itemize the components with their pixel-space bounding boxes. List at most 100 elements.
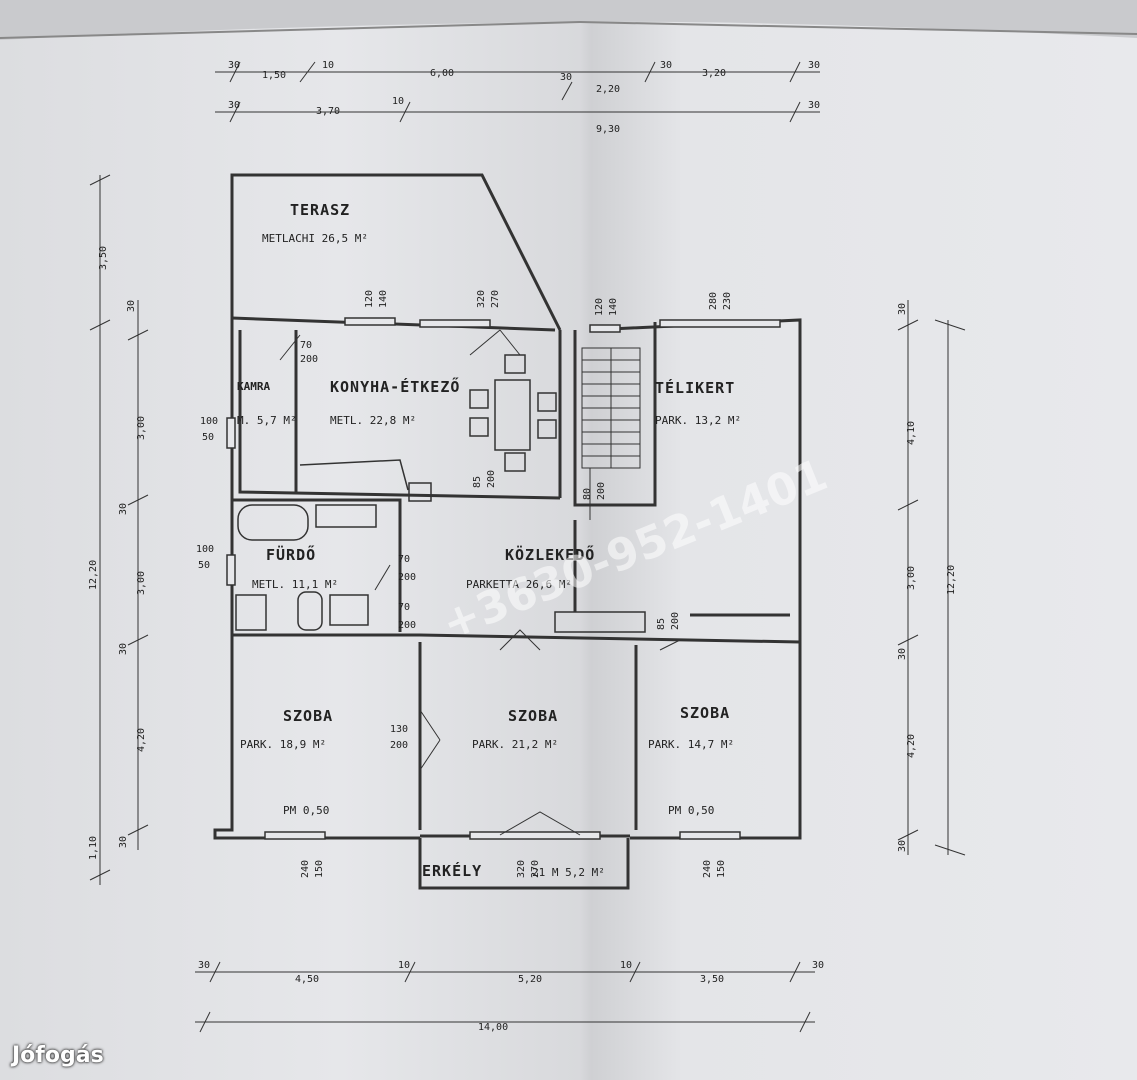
opening-1: 140: [378, 290, 389, 308]
room-detail-telikert: PARK. 13,2 M²: [655, 414, 741, 427]
opening-16: 100: [196, 544, 214, 555]
room-name-kozlekedo: KÖZLEKEDŐ: [505, 544, 595, 564]
page-edge-line: [579, 21, 1137, 35]
dim-right-outer: 12,20: [946, 565, 957, 595]
dim-bottom1-2: 10: [398, 960, 410, 971]
dim-left-inner-4: 30: [118, 643, 129, 655]
opening-24: 130: [390, 724, 408, 735]
opening-7: 230: [722, 292, 733, 310]
dim-right-inner-5: 30: [897, 840, 908, 852]
door-swings: [279, 329, 681, 836]
dim-top1-1: 1,50: [262, 70, 286, 81]
room-detail-kozlekedo: PARKETTA 26,6 M²: [466, 578, 572, 591]
opening-20: 70: [398, 602, 410, 613]
room-detail-furdo: METL. 11,1 M²: [252, 578, 338, 591]
opening-8: 70: [300, 340, 312, 351]
dim-top2-4: 30: [808, 100, 820, 111]
room-name-kamra: KAMRA: [237, 380, 270, 393]
dim-right-inner-1: 4,10: [906, 421, 917, 445]
opening-22: 85: [656, 618, 667, 630]
opening-26: 240: [300, 860, 311, 878]
dim-top1-2: 10: [322, 60, 334, 71]
room-name-konyha: KONYHA-ÉTKEZŐ: [330, 376, 460, 396]
opening-4: 120: [594, 298, 605, 316]
opening-28: 320: [516, 860, 527, 878]
room-name-szoba2: SZOBA: [508, 707, 558, 725]
staircase: [581, 347, 641, 520]
opening-19: 200: [398, 572, 416, 583]
dimension-labels: 30 1,50 10 6,00 30 2,20 30 3,20 30 30 3,…: [88, 60, 957, 1033]
room-detail-szoba2: PARK. 21,2 M²: [472, 738, 558, 751]
dim-top1-4: 30: [560, 72, 572, 83]
dim-right-inner-0: 30: [897, 303, 908, 315]
page-edge-line: [0, 21, 581, 39]
dim-right-inner-2: 3,00: [906, 566, 917, 590]
page-edge: [0, 0, 1137, 40]
opening-25: 200: [390, 740, 408, 751]
dim-top1-0: 30: [228, 60, 240, 71]
opening-14: 100: [200, 416, 218, 427]
dim-top2-2: 10: [392, 96, 404, 107]
room-name-terasz: TERASZ: [290, 201, 350, 219]
opening-9: 200: [300, 354, 318, 365]
dim-left-outer-2: 1,10: [88, 836, 99, 860]
opening-11: 200: [486, 470, 497, 488]
opening-30: 240: [702, 860, 713, 878]
opening-23: 200: [670, 612, 681, 630]
dim-top2-0: 30: [228, 100, 240, 111]
opening-2: 320: [476, 290, 487, 308]
dim-bottom1-4: 10: [620, 960, 632, 971]
dim-bottom1-5: 3,50: [700, 974, 724, 985]
dim-top1-8: 30: [808, 60, 820, 71]
dim-bottom1-6: 30: [812, 960, 824, 971]
dim-top2-3: 9,30: [596, 124, 620, 135]
dim-left-inner-6: 30: [118, 836, 129, 848]
room-name-szoba1: SZOBA: [283, 707, 333, 725]
opening-10: 85: [472, 476, 483, 488]
opening-18: 70: [398, 554, 410, 565]
dim-right-inner-4: 4,20: [906, 734, 917, 758]
room-pm-szoba3: PM 0,50: [668, 804, 714, 817]
opening-21: 200: [398, 620, 416, 631]
room-pm-szoba1: PM 0,50: [283, 804, 329, 817]
opening-6: 280: [708, 292, 719, 310]
dim-left-inner-1: 3,00: [136, 416, 147, 440]
opening-5: 140: [608, 298, 619, 316]
opening-3: 270: [490, 290, 501, 308]
room-detail-erkely: 21 M 5,2 M²: [532, 866, 605, 879]
room-detail-szoba1: PARK. 18,9 M²: [240, 738, 326, 751]
dim-top1-5: 2,20: [596, 84, 620, 95]
opening-29: 270: [530, 860, 541, 878]
jofogas-logo: Jófogás: [12, 1043, 104, 1068]
furniture: [235, 354, 646, 633]
dim-left-inner-3: 3,00: [136, 571, 147, 595]
opening-12: 80: [582, 488, 593, 500]
opening-27: 150: [314, 860, 325, 878]
dim-left-inner-2: 30: [118, 503, 129, 515]
windows: [226, 317, 781, 840]
opening-15: 50: [202, 432, 214, 443]
room-detail-terasz: METLACHI 26,5 M²: [262, 232, 368, 245]
room-detail-kamra: M. 5,7 M²: [237, 414, 297, 427]
room-detail-szoba3: PARK. 14,7 M²: [648, 738, 734, 751]
room-name-erkely: ERKÉLY: [422, 861, 482, 880]
dim-top1-6: 30: [660, 60, 672, 71]
room-name-telikert: TÉLIKERT: [655, 378, 735, 397]
dim-left-outer-1: 12,20: [88, 560, 99, 590]
opening-17: 50: [198, 560, 210, 571]
dimension-lines: [89, 61, 966, 1033]
opening-0: 120: [364, 290, 375, 308]
dim-left-inner-5: 4,20: [136, 728, 147, 752]
dim-bottom1-1: 4,50: [295, 974, 319, 985]
dim-bottom-total: 14,00: [478, 1022, 508, 1033]
opening-labels: 120 140 320 270 120 140 280 230 70 200 8…: [196, 290, 733, 878]
dim-left-inner-0: 30: [126, 300, 137, 312]
room-name-szoba3: SZOBA: [680, 704, 730, 722]
room-detail-konyha: METL. 22,8 M²: [330, 414, 416, 427]
dim-bottom1-0: 30: [198, 960, 210, 971]
opening-13: 200: [596, 482, 607, 500]
dim-top2-1: 3,70: [316, 106, 340, 117]
dim-left-outer-0: 3,50: [98, 246, 109, 270]
dim-bottom1-3: 5,20: [518, 974, 542, 985]
